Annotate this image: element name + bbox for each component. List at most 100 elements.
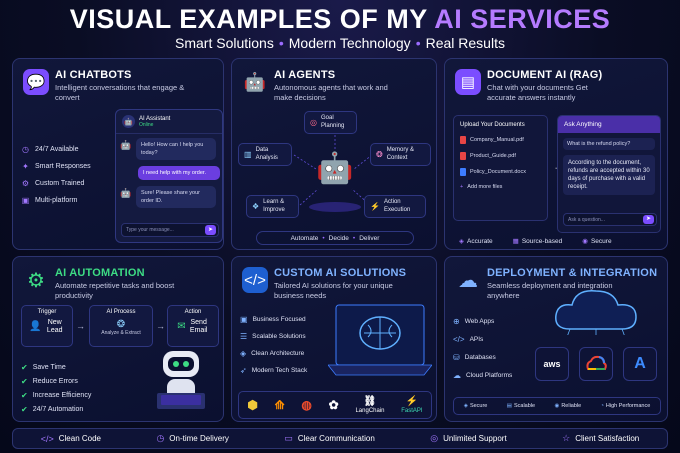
deploy-title: DEPLOYMENT & INTEGRATION bbox=[487, 267, 658, 279]
devices-icon: ▣ bbox=[21, 196, 30, 205]
docai-badges: ◈Accurate ▦Source-based ◉Secure bbox=[459, 237, 612, 246]
source-icon: ▦ bbox=[512, 238, 519, 245]
cloud-icon: ☁ bbox=[453, 371, 461, 380]
chat-bubble-icon: 💬 bbox=[23, 69, 49, 95]
arrow-right-icon: → bbox=[76, 321, 85, 331]
database-icon: ⛁ bbox=[453, 353, 460, 362]
user-icon: 👤 bbox=[29, 321, 42, 332]
feature-item: ⚙Custom Trained bbox=[21, 179, 85, 188]
brain-icon: ✦ bbox=[22, 162, 29, 171]
flow-process: AI Process ❂ Analyze & Extract bbox=[89, 305, 153, 347]
agents-title: AI AGENTS bbox=[274, 69, 336, 81]
feature-item: ➶Modern Tech Stack bbox=[240, 366, 308, 375]
bot-message: Sure! Please share your order ID. bbox=[136, 186, 216, 208]
agents-card: 🤖 AI AGENTS Autonomous agents that work … bbox=[231, 58, 437, 250]
docai-card: ▤ DOCUMENT AI (RAG) Chat with your docum… bbox=[444, 58, 668, 250]
agent-robot-icon: 🤖 bbox=[316, 152, 354, 185]
chat-input[interactable]: Type your message...➤ bbox=[121, 223, 219, 237]
page-title: VISUAL EXAMPLES OF MY AI SERVICES bbox=[69, 4, 611, 34]
pytorch-icon: ◍ bbox=[301, 398, 312, 412]
question-bubble: What is the refund policy? bbox=[563, 138, 655, 150]
file-item[interactable]: Product_Guide.pdf bbox=[454, 148, 547, 164]
upload-panel: Upload Your Documents Company_Manual.pdf… bbox=[453, 115, 548, 221]
chat-name: AI Assistant bbox=[139, 115, 171, 122]
bot-message: Hello! How can I help you today? bbox=[136, 138, 216, 160]
feature-item: ☁Cloud Platforms bbox=[453, 371, 513, 380]
footer-item: ▭Clear Communication bbox=[284, 433, 375, 443]
deploy-card: ☁ DEPLOYMENT & INTEGRATION Seamless depl… bbox=[444, 256, 668, 422]
file-item[interactable]: Policy_Document.docx bbox=[454, 164, 547, 180]
chatbots-title: AI CHATBOTS bbox=[55, 69, 132, 81]
footer-item: ◎Unlimited Support bbox=[430, 433, 507, 443]
tensorflow-icon: ⟰ bbox=[274, 398, 285, 412]
send-button[interactable]: ➤ bbox=[205, 225, 216, 235]
ask-panel: Ask Anything What is the refund policy? … bbox=[557, 115, 661, 233]
node-memory-context: ❂Memory & Context bbox=[370, 143, 431, 166]
laptop-brain-illustration bbox=[328, 304, 432, 376]
briefcase-icon: ▣ bbox=[240, 315, 248, 324]
flow-action: Action ✉Send Email bbox=[167, 305, 219, 347]
deploy-badges: ◈Secure ▤Scalable ◉Reliable ◔High Perfor… bbox=[453, 397, 661, 415]
feature-item: ✔Reduce Errors bbox=[21, 377, 78, 386]
speed-icon: ◔ bbox=[600, 403, 604, 409]
lock-icon: ◉ bbox=[582, 238, 588, 245]
send-button[interactable]: ➤ bbox=[643, 215, 654, 224]
feature-item: ◈Clean Architecture bbox=[240, 349, 305, 358]
chart-icon: ▥ bbox=[244, 149, 252, 159]
cloud-icon: ☁ bbox=[458, 269, 478, 292]
gcp-logo bbox=[579, 347, 613, 381]
agents-pill-row: Automate•Decide•Deliver bbox=[256, 231, 414, 245]
scale-icon: ▤ bbox=[506, 403, 512, 409]
code-icon: </> bbox=[40, 433, 54, 444]
pdf-icon bbox=[460, 152, 466, 160]
feature-item: ✔Increase Efficiency bbox=[21, 391, 92, 400]
node-goal-planning: ◎Goal Planning bbox=[304, 111, 357, 134]
globe-icon: ⊕ bbox=[453, 317, 460, 326]
clock-icon: ◷ bbox=[156, 433, 165, 443]
shield-icon: ◈ bbox=[463, 403, 468, 409]
feature-item: ✔24/7 Automation bbox=[21, 405, 84, 414]
deploy-desc: Seamless deployment and integration anyw… bbox=[487, 281, 613, 300]
node-data-analysis: ▥Data Analysis bbox=[238, 143, 292, 166]
bolt-icon: ⚡ bbox=[370, 201, 380, 211]
star-icon: ☆ bbox=[562, 433, 571, 443]
arrow-right-icon: → bbox=[156, 321, 165, 331]
robot-icon: 🤖 bbox=[243, 71, 267, 92]
check-icon: ✔ bbox=[21, 405, 28, 414]
feature-item: ▣Multi-platform bbox=[21, 196, 78, 205]
plus-icon: + bbox=[460, 184, 464, 190]
check-icon: ✔ bbox=[21, 363, 28, 372]
code-icon: </> bbox=[453, 335, 465, 344]
clock-icon: ◷ bbox=[22, 145, 29, 154]
agents-desc: Autonomous agents that work and make dec… bbox=[274, 83, 388, 102]
check-icon: ✔ bbox=[21, 391, 28, 400]
footer-item: </>Clean Code bbox=[40, 433, 101, 444]
brain-icon: ❂ bbox=[116, 319, 126, 330]
chat-icon: ▭ bbox=[284, 433, 293, 443]
code-icon: </> bbox=[242, 267, 268, 293]
chatbots-desc: Intelligent conversations that engage & … bbox=[55, 83, 185, 102]
chat-status: Online bbox=[139, 121, 154, 128]
docai-title: DOCUMENT AI (RAG) bbox=[487, 69, 603, 81]
add-files-button[interactable]: +Add more files bbox=[460, 184, 503, 190]
user-message: I need help with my order. bbox=[138, 166, 220, 180]
flow-trigger: Trigger 👤New Lead bbox=[21, 305, 73, 347]
ask-input[interactable]: Ask a question...➤ bbox=[563, 213, 657, 226]
file-item[interactable]: Company_Manual.pdf bbox=[454, 132, 547, 148]
mail-icon: ✉ bbox=[177, 321, 186, 332]
target-icon: ◎ bbox=[310, 117, 317, 127]
feature-item: ☰Scalable Solutions bbox=[240, 332, 306, 341]
automation-title: AI AUTOMATION bbox=[55, 267, 145, 279]
automation-card: ⚙ AI AUTOMATION Automate repetitive task… bbox=[12, 256, 224, 422]
footer-bar: </>Clean Code ◷On-time Delivery ▭Clear C… bbox=[12, 428, 668, 449]
page-subtitle: Smart Solutions•Modern Technology•Real R… bbox=[175, 35, 505, 51]
settings-icon: ⚙ bbox=[21, 179, 30, 188]
aws-logo: aws bbox=[535, 347, 569, 381]
docai-desc: Chat with your documents Get accurate an… bbox=[487, 83, 588, 102]
python-icon: ⬢ bbox=[247, 398, 258, 412]
feature-item: ⛁Databases bbox=[453, 353, 496, 362]
layers-icon: ☰ bbox=[240, 332, 248, 341]
headset-icon: ◎ bbox=[430, 433, 439, 443]
answer-bubble: According to the document, refunds are a… bbox=[563, 155, 655, 195]
